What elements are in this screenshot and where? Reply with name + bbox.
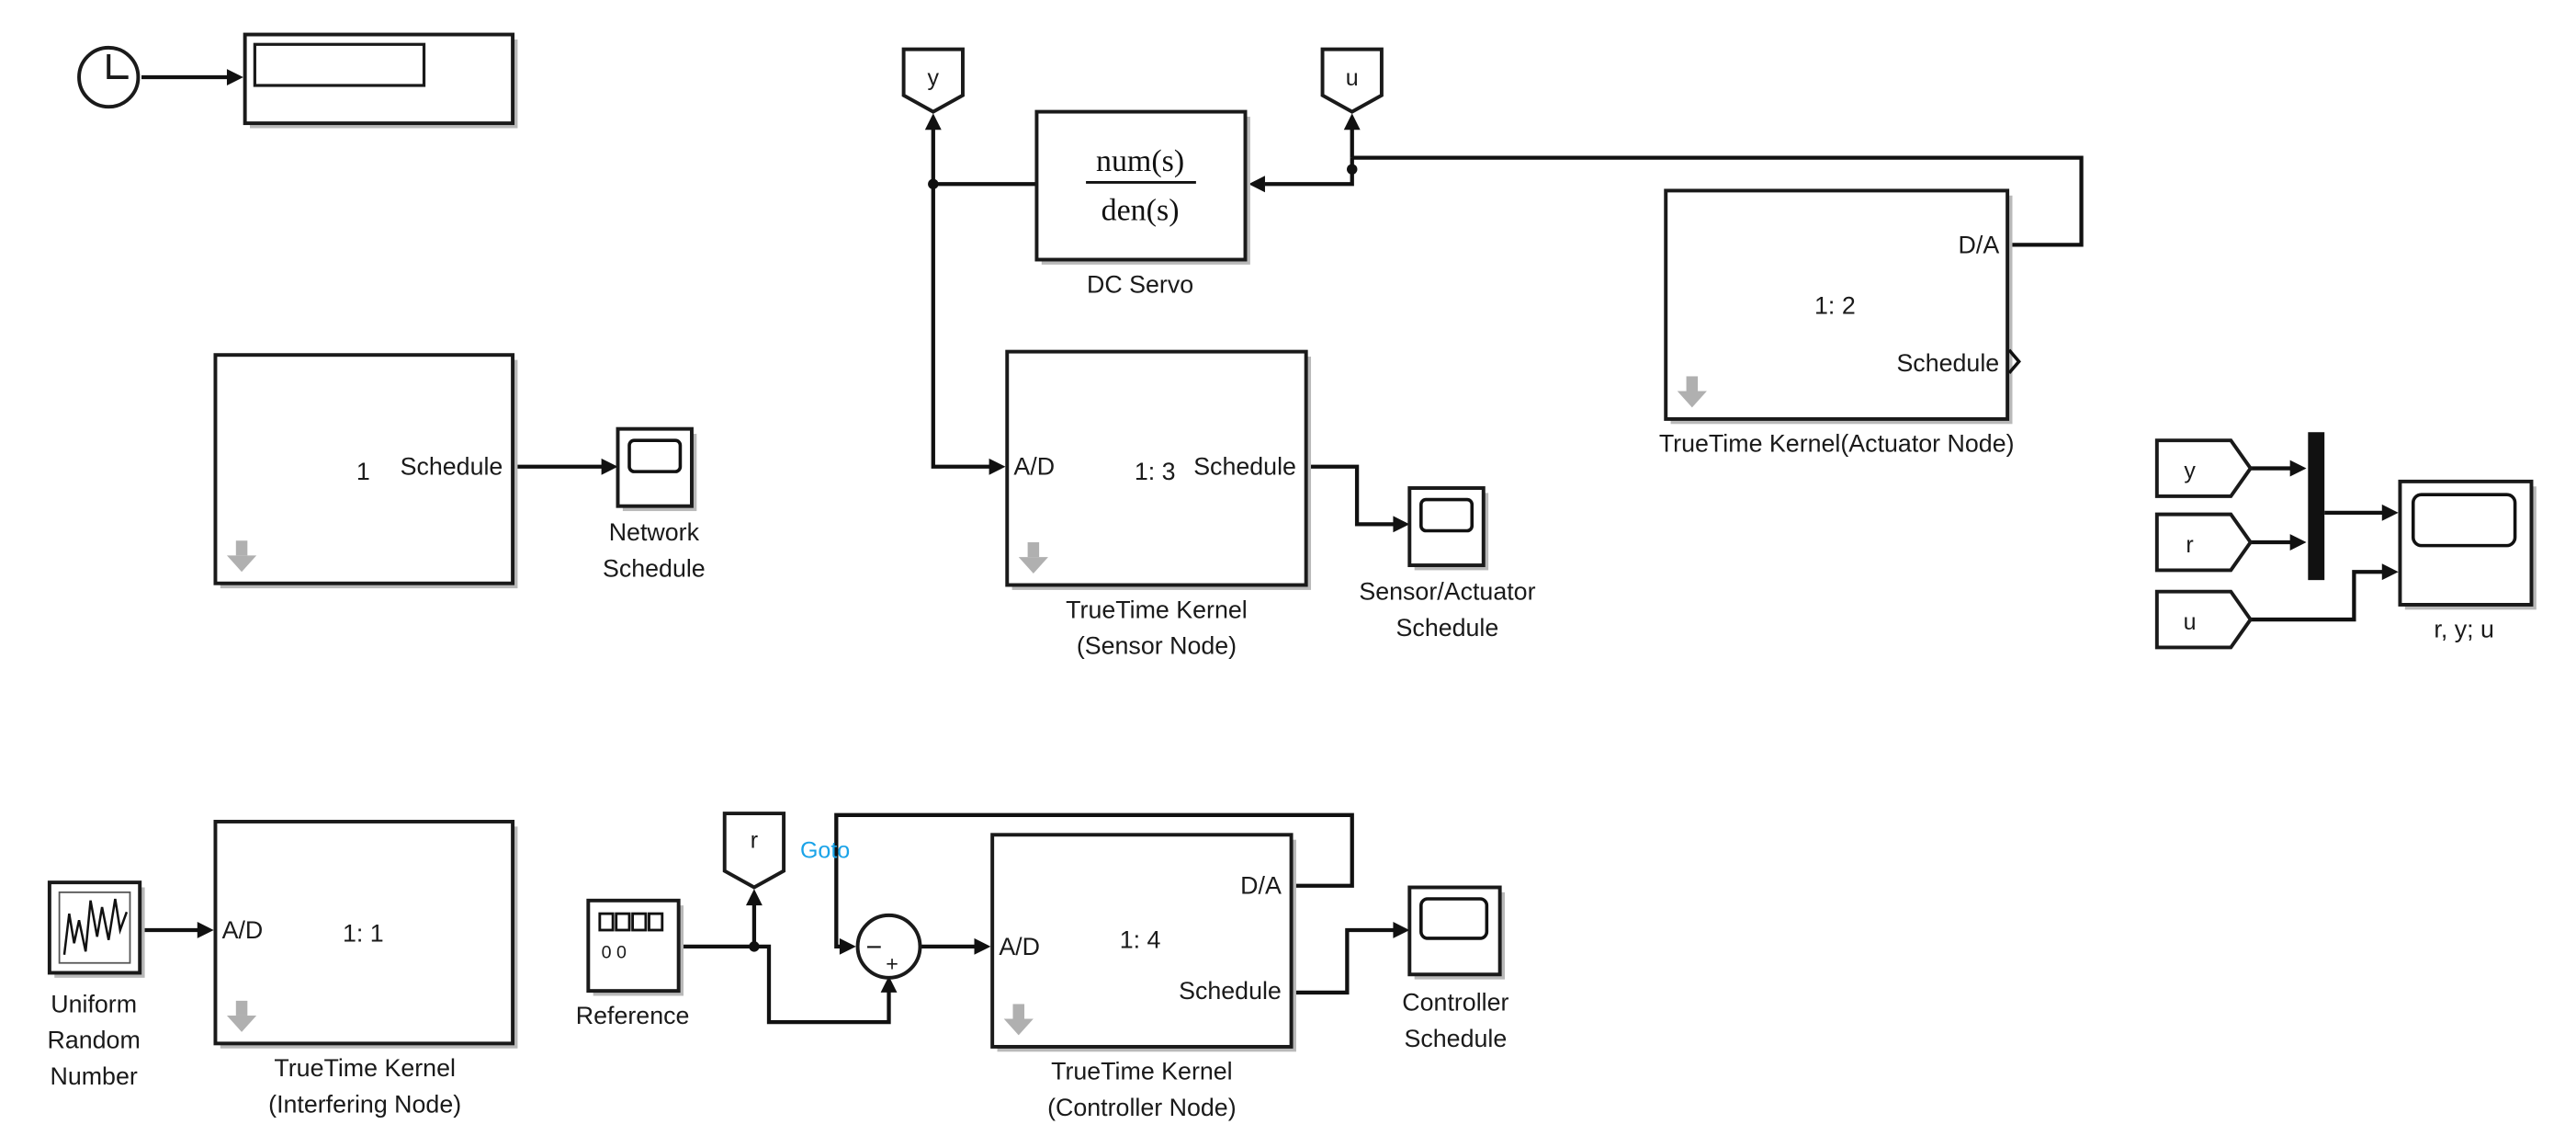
interfering-ratio: 1: 1 [343, 920, 384, 948]
interfering-kernel-block[interactable]: A/D 1: 1 [213, 820, 518, 1049]
scope-screen-icon [1419, 897, 1489, 940]
network-scope-label-1: Network [609, 518, 700, 546]
sensor-kernel-block[interactable]: A/D 1: 3 Schedule [1005, 349, 1312, 590]
random-block[interactable] [47, 880, 145, 978]
network-port-schedule: Schedule [401, 453, 503, 481]
network-kernel-block[interactable]: 1 Schedule [213, 353, 518, 589]
output-port-chevron-icon [2007, 348, 2021, 375]
random-signal-icon [62, 898, 129, 955]
sum-sign-minus: − [866, 932, 883, 963]
network-scope-label-2: Schedule [603, 555, 706, 583]
controller-port-ad: A/D [999, 933, 1040, 960]
display-block[interactable] [243, 32, 518, 129]
interfering-port-ad: A/D [222, 916, 264, 944]
sensor-schedule-line[interactable] [1307, 464, 1397, 527]
to-sensor-ad-line[interactable] [931, 184, 993, 469]
goto-annotation: Goto [800, 837, 850, 863]
to-sum-plus-line[interactable] [753, 944, 891, 1025]
clock-icon [107, 54, 129, 80]
sum-sign-plus: + [886, 952, 898, 976]
sum-block[interactable]: − + [855, 913, 922, 980]
controller-port-schedule: Schedule [1179, 977, 1282, 1005]
reference-digits: 0 0 [602, 942, 627, 962]
network-scope-block[interactable] [616, 426, 697, 512]
from-u-line[interactable] [2250, 570, 2386, 622]
dc-servo-block[interactable]: num(s) den(s) [1034, 109, 1250, 265]
from-y-tag: y [2184, 458, 2196, 483]
display-readout [253, 42, 426, 87]
from-r-tag: r [2186, 532, 2193, 558]
sensor-kernel-label-1: TrueTime Kernel [1066, 596, 1248, 623]
scope-screen-icon [627, 438, 683, 473]
interfering-kernel-label-1: TrueTime Kernel [274, 1054, 456, 1082]
signal-lines [141, 69, 2399, 1025]
goto-u-tag: u [1346, 65, 1359, 91]
controller-kernel-block[interactable]: A/D 1: 4 D/A Schedule [990, 833, 1296, 1052]
controller-port-da: D/A [1240, 872, 1282, 900]
signal-builder-icon [598, 912, 664, 932]
arrow-head [226, 69, 243, 85]
actuator-ratio: 1: 2 [1814, 292, 1856, 320]
scope-screen-icon [2411, 493, 2517, 548]
from-u-tag: u [2184, 609, 2197, 635]
ryu-scope-label: r, y; u [2434, 616, 2494, 643]
actuator-port-da: D/A [1959, 231, 2000, 258]
network-ratio: 1 [356, 458, 370, 485]
from-r-block[interactable]: r [2154, 512, 2254, 573]
scope-screen-icon [1419, 497, 1474, 533]
tf-numerator: num(s) [1096, 144, 1184, 178]
dc-servo-label: DC Servo [1087, 270, 1193, 298]
sensor-scope-label-1: Sensor/Actuator [1359, 578, 1535, 606]
random-label-3: Number [50, 1062, 137, 1090]
sensor-ratio: 1: 3 [1135, 458, 1176, 485]
controller-scope-label-1: Controller [1402, 989, 1508, 1016]
random-label-2: Random [48, 1027, 141, 1054]
goto-y-tag: y [928, 65, 940, 91]
tf-denominator: den(s) [1102, 194, 1180, 228]
sensor-scope-label-2: Schedule [1396, 614, 1499, 642]
controller-scope-block[interactable] [1407, 885, 1506, 980]
interfering-kernel-label-2: (Interfering Node) [268, 1090, 461, 1118]
controller-kernel-label-1: TrueTime Kernel [1051, 1058, 1233, 1085]
from-y-block[interactable]: y [2154, 438, 2254, 498]
controller-schedule-line[interactable] [1291, 927, 1397, 995]
goto-u-block[interactable]: u [1320, 47, 1384, 114]
sensor-port-ad: A/D [1013, 453, 1055, 481]
actuator-kernel-label: TrueTime Kernel(Actuator Node) [1659, 430, 2015, 458]
random-label-1: Uniform [51, 990, 137, 1017]
from-u-block[interactable]: u [2154, 589, 2254, 650]
ryu-scope-block[interactable] [2398, 479, 2536, 610]
to-plant-input-line[interactable] [1264, 157, 1354, 187]
controller-da-feedback-line[interactable] [834, 812, 1354, 949]
controller-kernel-label-2: (Controller Node) [1047, 1094, 1237, 1121]
sensor-port-schedule: Schedule [1193, 453, 1296, 481]
controller-ratio: 1: 4 [1120, 926, 1161, 954]
clock-block[interactable] [77, 45, 141, 109]
reference-label: Reference [576, 1002, 690, 1029]
controller-scope-label-2: Schedule [1404, 1025, 1507, 1052]
goto-r-block[interactable]: r [722, 812, 786, 890]
reference-block[interactable]: 0 0 [586, 898, 684, 996]
actuator-kernel-block[interactable]: D/A 1: 2 Schedule [1664, 188, 2021, 425]
goto-r-tag: r [751, 828, 758, 854]
sensor-kernel-label-2: (Sensor Node) [1077, 632, 1237, 660]
mux-block[interactable] [2308, 432, 2325, 581]
sensor-scope-block[interactable] [1407, 486, 1489, 571]
actuator-da-line[interactable] [1351, 155, 2084, 247]
goto-y-block[interactable]: y [901, 47, 965, 114]
actuator-port-schedule: Schedule [1896, 349, 1999, 377]
